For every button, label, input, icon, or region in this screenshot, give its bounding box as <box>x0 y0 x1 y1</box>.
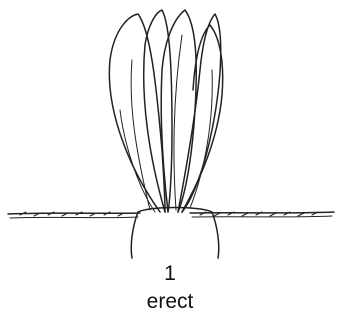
figure-label: erect <box>0 290 340 314</box>
leaves <box>109 10 222 212</box>
soil-surface <box>8 212 334 218</box>
erect-rosette-drawing <box>0 0 340 262</box>
root-crown <box>131 208 219 259</box>
figure-number: 1 <box>0 262 340 286</box>
